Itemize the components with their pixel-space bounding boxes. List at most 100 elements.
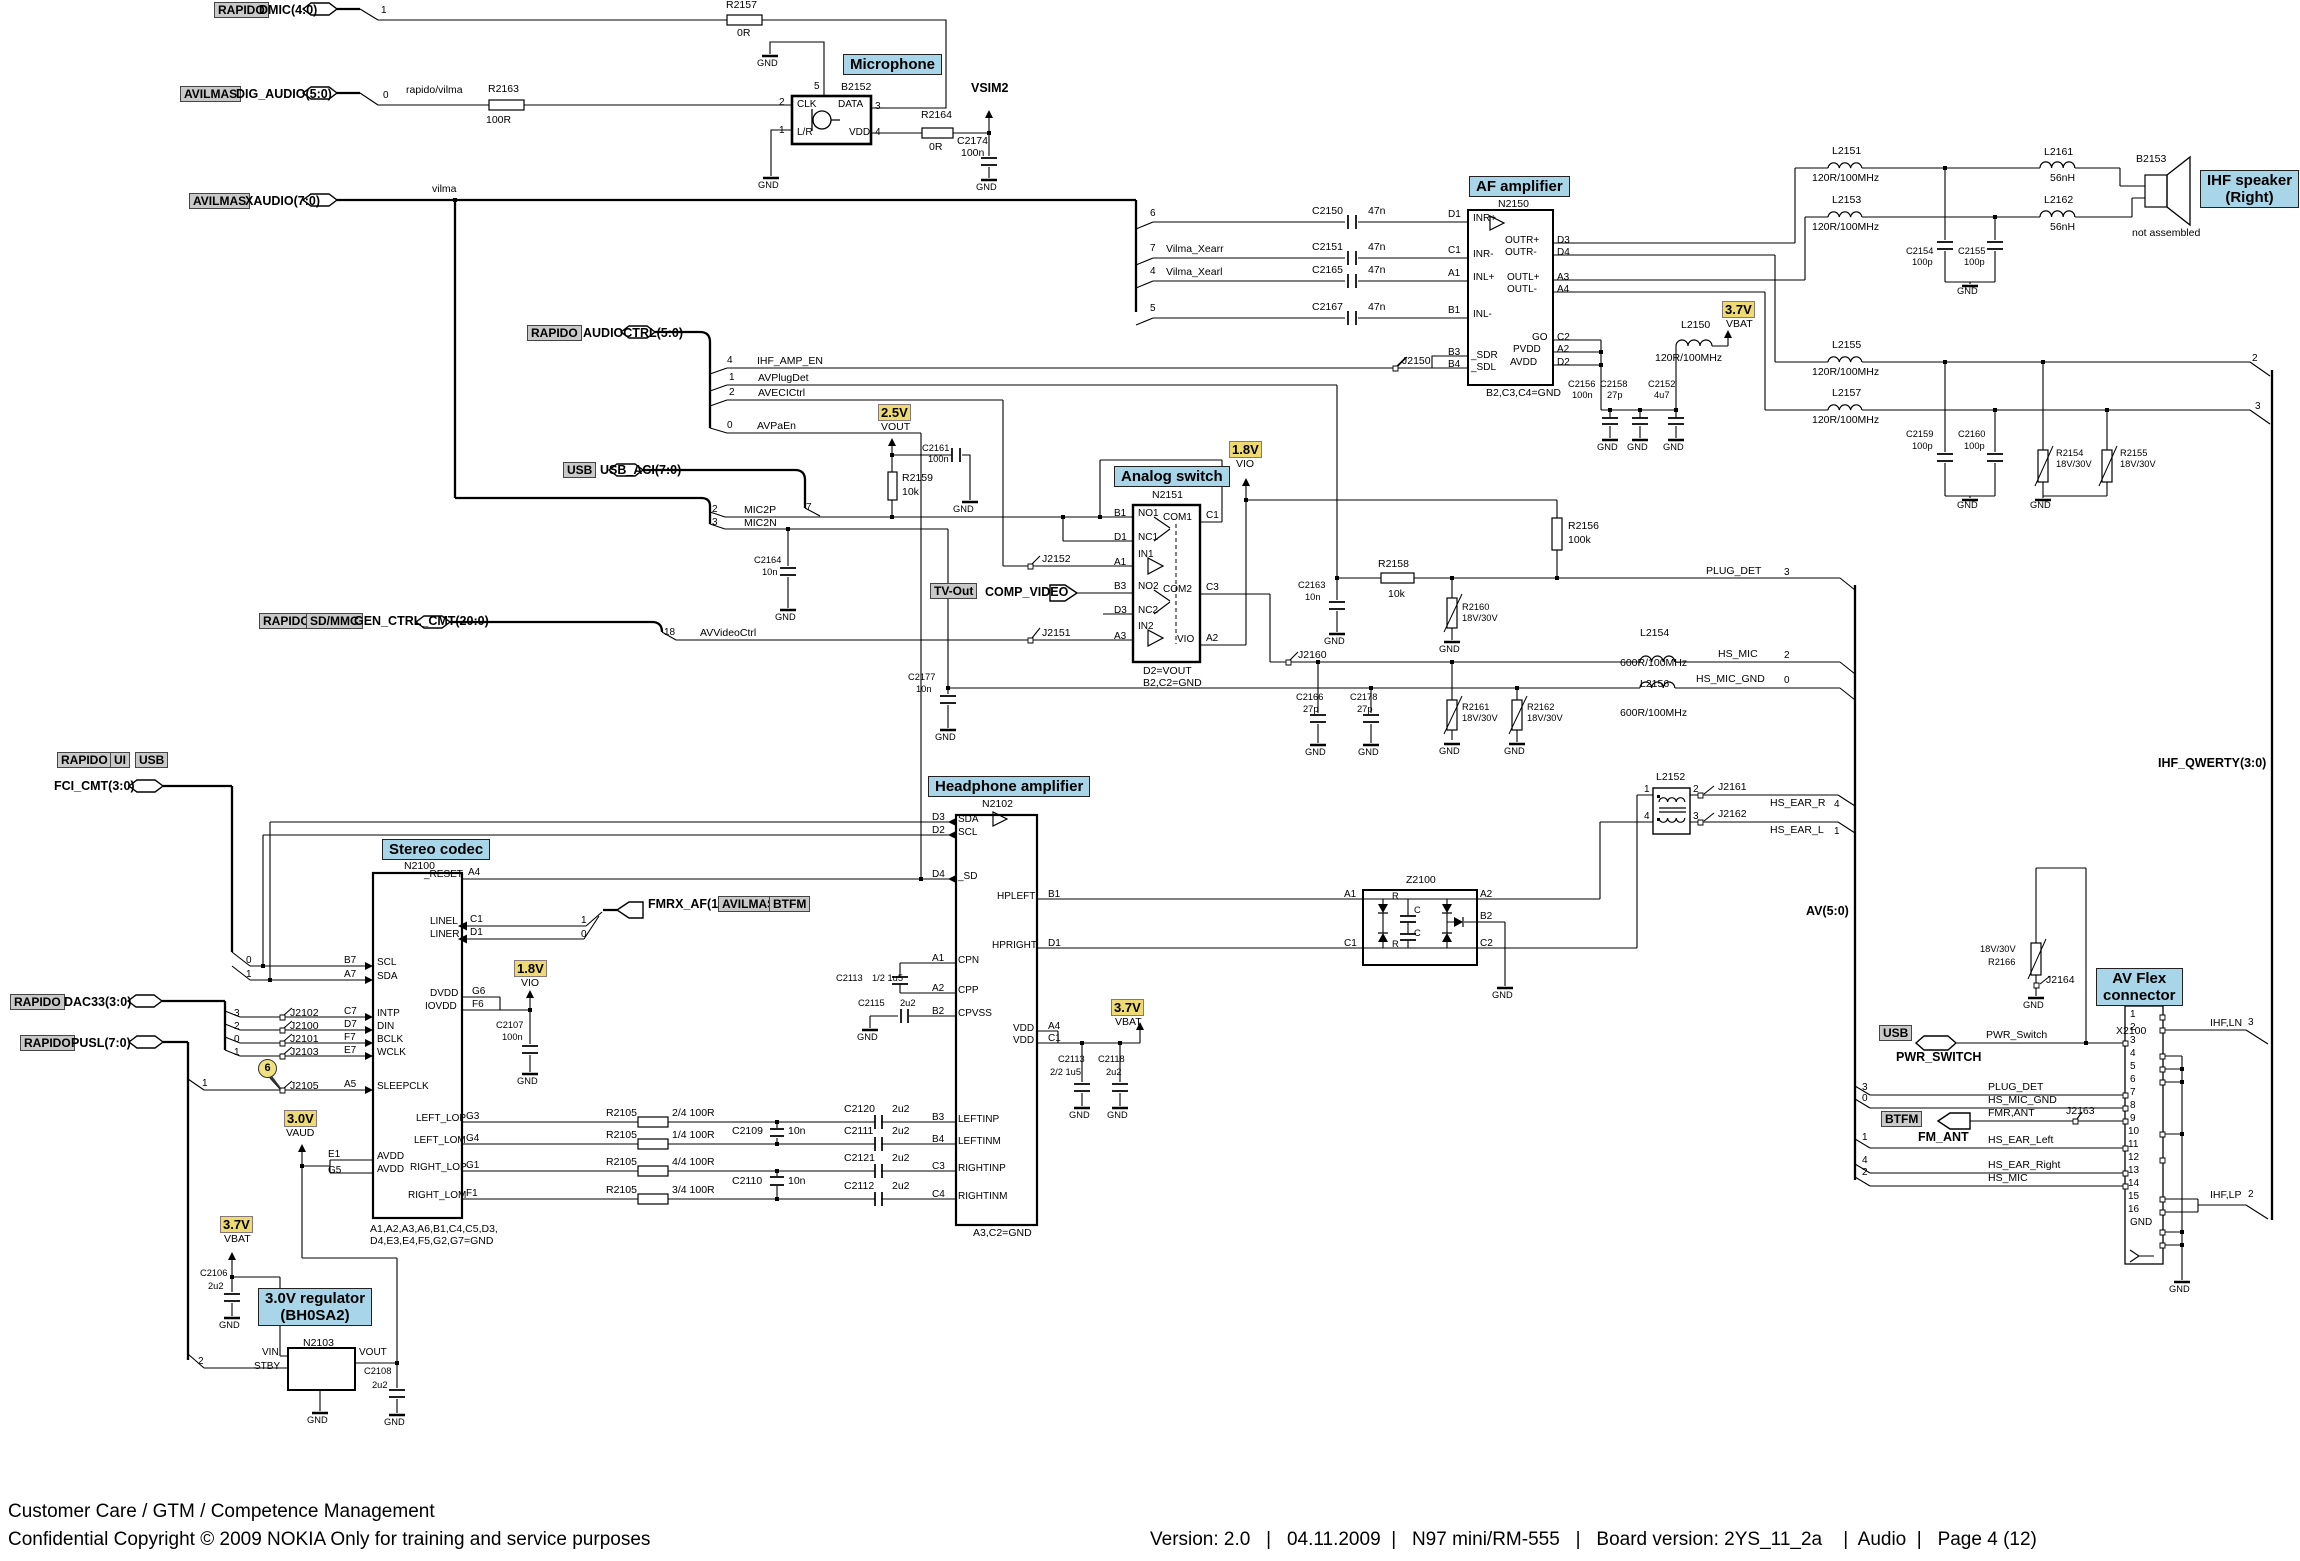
bit-index: 6 <box>1150 208 1156 219</box>
pin-num: 1 <box>2130 1009 2136 1020</box>
volt-tag: 1.8V <box>1229 441 1262 458</box>
res-ref: R2105 <box>606 1107 637 1119</box>
volt-tag: 3.7V <box>1111 999 1144 1016</box>
cap-ref: C2165 <box>1312 264 1343 276</box>
pin-num: 3 <box>875 101 881 112</box>
pin-ref: A1 <box>1344 889 1357 900</box>
bit-index: 4 <box>1834 799 1840 810</box>
bit-index: 1 <box>729 372 735 383</box>
speaker-icon <box>2166 155 2191 227</box>
pin-name: CPVSS <box>958 1008 992 1019</box>
cap-val: 4u7 <box>1654 390 1670 400</box>
gnd-label: GND <box>219 1320 240 1330</box>
cap-val: 2u2 <box>892 1125 910 1137</box>
gnd-label: GND <box>1492 990 1513 1000</box>
net-name: AVECICtrl <box>758 387 806 399</box>
footer-org-line: Customer Care / GTM / Competence Managem… <box>8 1501 435 1522</box>
pin-ref: B1 <box>1448 305 1461 316</box>
res-val: 100R <box>486 114 512 126</box>
cap-ref: C2112 <box>844 1180 875 1192</box>
net-name: AVPaEn <box>757 420 796 432</box>
res-ref: R2158 <box>1378 558 1409 570</box>
ind-ref: L2152 <box>1656 771 1686 783</box>
pin-num: 1 <box>779 125 785 136</box>
cap-val: 47n <box>1368 241 1386 253</box>
volt-net: VAUD <box>286 1127 315 1139</box>
gnd-label: GND <box>1324 636 1345 646</box>
pin-ref: D2 <box>932 825 945 836</box>
tp-ref: J2163 <box>2066 1105 2095 1117</box>
tp-ref: J2162 <box>1718 808 1747 820</box>
capacitor-plates <box>224 157 2003 1398</box>
bit-index: 0 <box>581 929 587 940</box>
bit-index: 3 <box>234 1008 240 1019</box>
net-name: PLUG_DET <box>1988 1081 2044 1093</box>
pin-ref: C1 <box>1048 1033 1061 1044</box>
net-name: HS_EAR_Left <box>1988 1134 2054 1146</box>
cap-ref: C2161 <box>922 443 950 453</box>
pin-ref: G5 <box>328 1165 342 1176</box>
pin-ref: C1 <box>1448 245 1461 256</box>
ind-ref: L2155 <box>1832 339 1862 351</box>
bus-tag: USB <box>135 752 169 768</box>
pin-num: 11 <box>2128 1139 2139 1150</box>
block-label: Microphone <box>843 54 942 75</box>
pin-name: RIGHTINP <box>958 1163 1006 1174</box>
signal-wires <box>187 8 2271 1413</box>
cap-ref: C2106 <box>200 1268 228 1278</box>
ground-symbols <box>224 54 2190 1417</box>
pin-ref: B4 <box>1448 359 1461 370</box>
cap-val: 100p <box>1912 257 1933 267</box>
gnd-label: GND <box>1957 500 1978 510</box>
var-ref: R2160 <box>1462 602 1490 612</box>
bit-index: 4 <box>1150 266 1156 277</box>
net-name: COMP_VIDEO <box>985 585 1069 599</box>
gnd-label: GND <box>1439 644 1460 654</box>
pin-name: RIGHT_LOM <box>408 1190 467 1201</box>
pin-name: VDD <box>1013 1035 1035 1046</box>
ic-note: A3,C2=GND <box>973 1227 1032 1239</box>
ind-ref: L2150 <box>1681 319 1711 331</box>
ic-ref: B2152 <box>841 81 872 93</box>
pin-ref: B3 <box>932 1112 945 1123</box>
net-name: FMR,ANT <box>1988 1107 2035 1119</box>
pin-name: CPN <box>958 955 980 966</box>
pin-name: SDA <box>377 971 398 982</box>
ind-ref: L2153 <box>1832 194 1862 206</box>
cap-val: 100p <box>1964 441 1985 451</box>
cap-val: 47n <box>1368 301 1386 313</box>
block-label: IHF speaker (Right) <box>2200 170 2300 208</box>
cap-ref: C2115 <box>858 998 885 1008</box>
pin-name: HPRIGHT <box>992 940 1037 951</box>
pin-name: DVDD <box>430 988 459 999</box>
gnd-label: GND <box>935 732 956 742</box>
volt-tag: 3.0V <box>284 1110 317 1127</box>
component-bodies <box>488 14 2168 1205</box>
pin-name: GND <box>2130 1217 2153 1228</box>
volt-net: VBAT <box>224 1233 251 1245</box>
cap-val: 2u2 <box>208 1281 224 1291</box>
ind-ref: L2161 <box>2044 146 2074 158</box>
emi-filter-diode-bars <box>1378 912 1464 934</box>
pin-name: VIO <box>1177 634 1195 645</box>
pin-num: 12 <box>2128 1152 2140 1163</box>
bus-tag: RAPIDO <box>527 325 582 341</box>
gnd-label: GND <box>2030 500 2051 510</box>
pin-name: LEFTINM <box>958 1136 1001 1147</box>
cap-ref: C2177 <box>908 672 936 682</box>
cap-ref: C2167 <box>1312 301 1343 313</box>
cap-val: 2u2 <box>892 1180 910 1192</box>
pin-ref: B1 <box>1114 508 1127 519</box>
bit-index: 4 <box>727 355 733 366</box>
pin-ref: C4 <box>932 1189 945 1200</box>
net-name: MIC2N <box>744 517 777 529</box>
pin-name: SDA <box>958 814 979 825</box>
cap-ref: C2155 <box>1958 246 1986 256</box>
res-ref: R2105 <box>606 1129 637 1141</box>
pin-name: _SDR <box>1471 350 1498 361</box>
res-val: 10k <box>902 486 919 498</box>
var-ref: R2162 <box>1527 702 1555 712</box>
cap-ref: C2111 <box>844 1125 874 1137</box>
var-ref: R2166 <box>1988 957 2016 967</box>
